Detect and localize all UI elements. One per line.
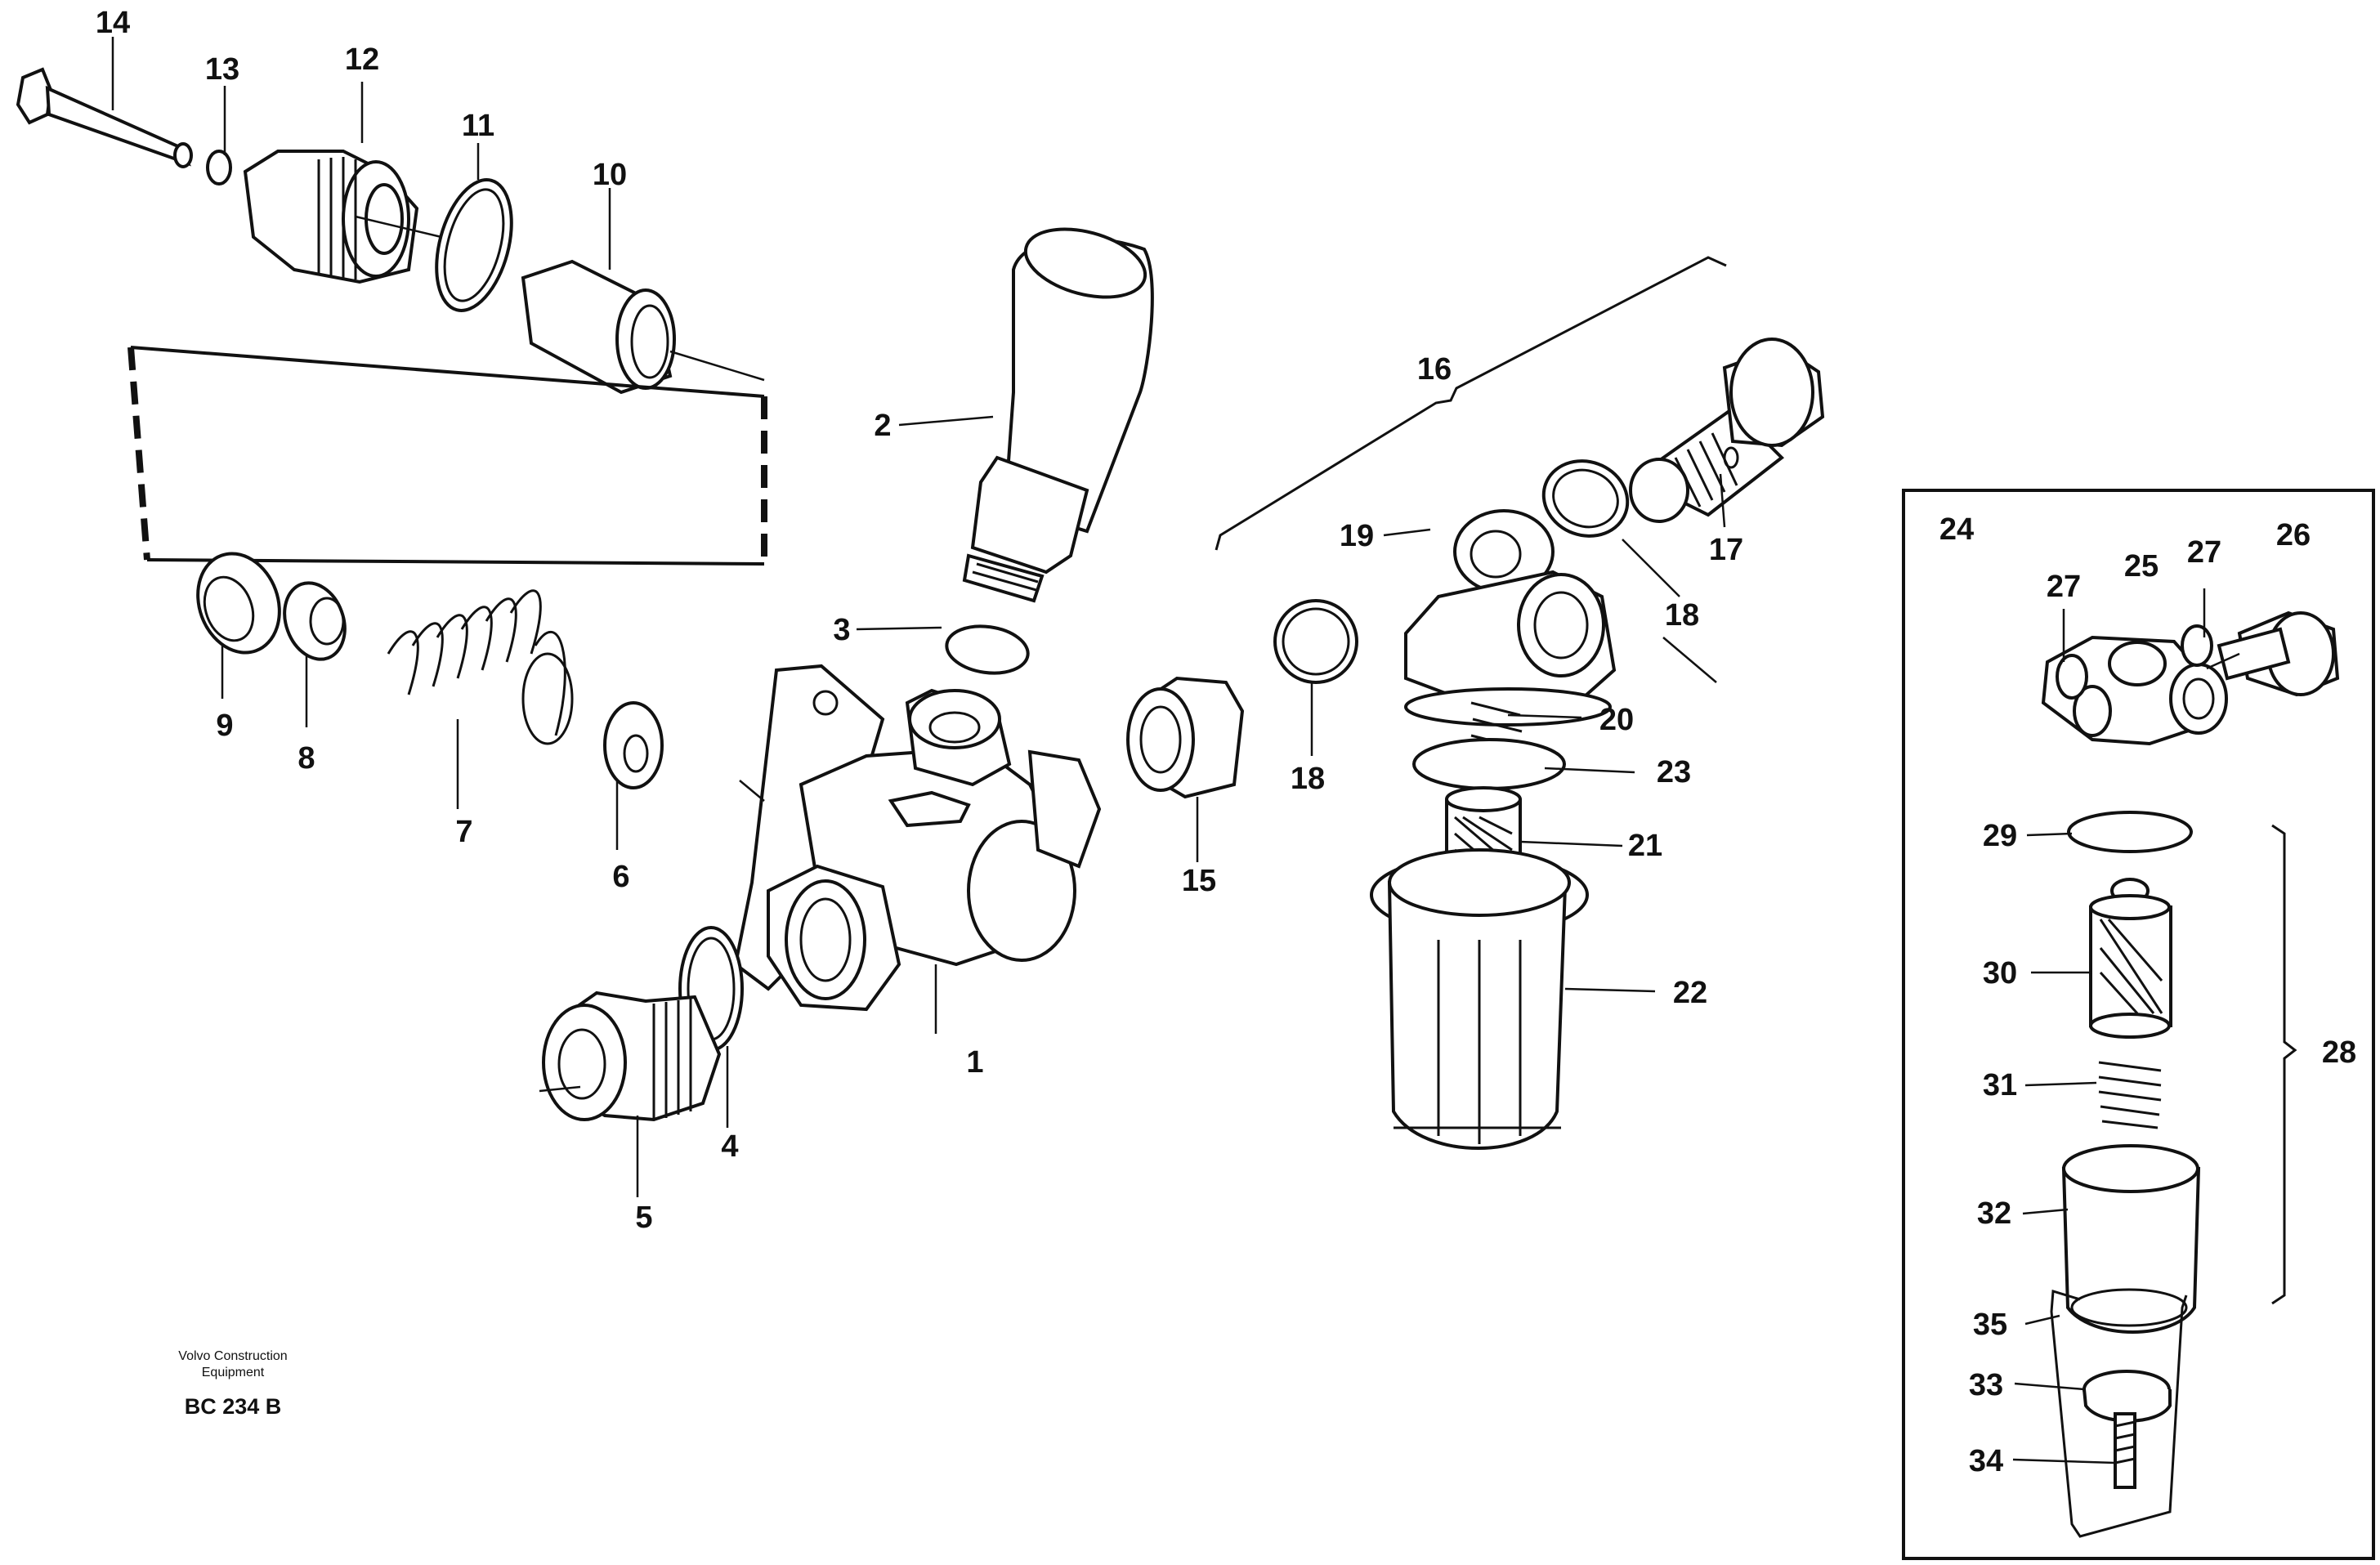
label-18-lower: 18 <box>1291 762 1325 796</box>
part-9-cap <box>196 552 281 655</box>
label-22: 22 <box>1673 976 1707 1010</box>
part-18-o-ring-upper <box>1541 459 1630 538</box>
caption-line-2: Equipment <box>202 1366 265 1379</box>
part-34-screw <box>2114 1412 2136 1489</box>
part-26-bolt <box>2217 610 2340 697</box>
leader-lines <box>111 37 2240 1464</box>
label-13: 13 <box>205 52 239 87</box>
callout-labels: 1 2 3 4 5 6 7 8 9 10 11 12 13 14 15 16 1… <box>96 6 2356 1478</box>
label-19: 19 <box>1340 519 1374 553</box>
label-1: 1 <box>966 1045 983 1080</box>
label-8: 8 <box>298 741 315 776</box>
part-1-pump-body <box>733 664 1102 1012</box>
part-6-washer <box>603 701 664 789</box>
part-20-spring <box>1470 701 1523 762</box>
part-7-spring <box>387 589 574 745</box>
label-11: 11 <box>462 109 494 143</box>
part-10-sleeve <box>521 259 676 395</box>
label-23: 23 <box>1657 755 1691 789</box>
label-12: 12 <box>345 42 379 77</box>
label-35: 35 <box>1973 1308 2007 1342</box>
part-32-bowl <box>2061 1144 2201 1334</box>
part-18-o-ring-lower <box>1273 599 1358 684</box>
label-25: 25 <box>2124 549 2159 584</box>
part-22-filter-bowl <box>1370 848 1589 1150</box>
label-21: 21 <box>1628 829 1662 863</box>
label-5: 5 <box>635 1201 652 1235</box>
part-27-washer-left <box>2056 654 2088 700</box>
part-8-valve <box>283 581 347 661</box>
diagram-code: BC 234 B <box>185 1394 282 1419</box>
label-32: 32 <box>1977 1196 2011 1231</box>
group-16-bracket <box>1215 256 1727 551</box>
part-2-hand-primer <box>962 227 1154 603</box>
part-27-washer-right <box>2181 624 2213 667</box>
label-16: 16 <box>1417 352 1452 387</box>
label-9: 9 <box>216 709 233 743</box>
label-17: 17 <box>1709 533 1743 567</box>
label-27-left: 27 <box>2047 570 2081 604</box>
label-34: 34 <box>1969 1444 2003 1478</box>
part-3-o-ring <box>945 624 1030 675</box>
group-28-brace <box>2271 824 2297 1305</box>
part-13-washer <box>206 150 232 186</box>
part-33-nut <box>2082 1370 2172 1423</box>
part-35-bail <box>2050 1290 2188 1538</box>
caption-line-1: Volvo Construction <box>178 1349 287 1363</box>
label-18-upper: 18 <box>1665 598 1699 633</box>
label-2: 2 <box>874 409 891 443</box>
part-30-filter-element <box>2089 878 2172 1039</box>
label-14: 14 <box>96 6 130 40</box>
label-27-right: 27 <box>2187 535 2221 570</box>
inset-box-24 <box>1902 489 2375 1560</box>
part-23-o-ring <box>1412 738 1566 790</box>
label-28: 28 <box>2322 1035 2356 1070</box>
label-15: 15 <box>1182 864 1216 898</box>
label-7: 7 <box>455 815 472 849</box>
part-29-o-ring <box>2067 811 2193 853</box>
frame-guide-lines <box>128 346 767 566</box>
publisher-caption: Volvo Construction Equipment BC 234 B <box>178 1349 287 1419</box>
label-3: 3 <box>833 613 850 647</box>
label-33: 33 <box>1969 1368 2003 1402</box>
part-31-spring <box>2098 1061 2162 1129</box>
label-20: 20 <box>1599 703 1634 737</box>
label-30: 30 <box>1983 956 2017 990</box>
part-17-banjo-bolt <box>1629 338 1825 523</box>
part-19-filter-head <box>1404 509 1617 727</box>
label-4: 4 <box>721 1129 738 1164</box>
label-6: 6 <box>612 860 629 894</box>
label-10: 10 <box>593 158 627 192</box>
part-5-union <box>542 990 722 1122</box>
part-12-threaded-fitting <box>243 150 419 284</box>
label-29: 29 <box>1983 819 2017 853</box>
label-31: 31 <box>1983 1068 2017 1102</box>
part-15-fitting <box>1126 676 1245 799</box>
label-26: 26 <box>2276 518 2311 552</box>
part-14-banjo-bolt <box>16 67 193 168</box>
label-24: 24 <box>1939 512 1974 547</box>
